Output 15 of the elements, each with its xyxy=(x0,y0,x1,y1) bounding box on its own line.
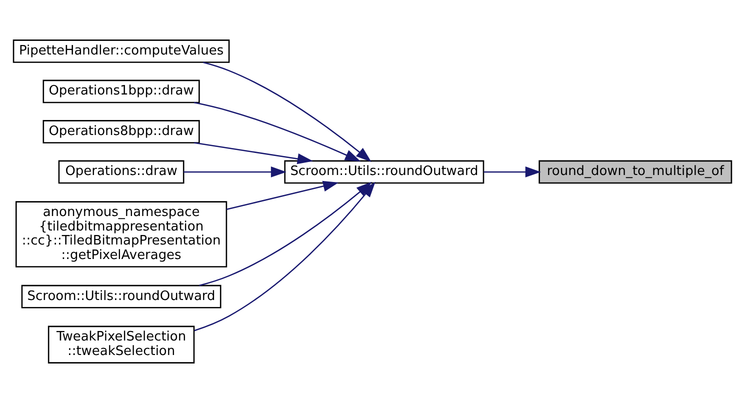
arrow xyxy=(203,61,372,162)
node-box: Operations::draw xyxy=(58,160,184,184)
node-box: round_down_to_multiple_of xyxy=(538,160,732,184)
node-box: Operations8bpp::draw xyxy=(42,120,200,143)
node-box: TweakPixelSelection ::tweakSelection xyxy=(48,325,195,363)
arrow xyxy=(184,166,287,177)
node-box: Scroom::Utils::roundOutward xyxy=(284,160,484,184)
arrow xyxy=(226,180,339,210)
node-box: Operations1bpp::draw xyxy=(42,79,200,103)
arrow xyxy=(194,142,314,164)
node-box: PipetteHandler::computeValues xyxy=(12,39,230,62)
node-box: anonymous_namespace {tiledbitmappresentation ::cc}::TiledBitmapPresentation ::getPixelAverages xyxy=(15,200,228,267)
arrow xyxy=(484,166,541,177)
arrow xyxy=(194,101,361,162)
node-box: Scroom::Utils::roundOutward xyxy=(21,284,222,308)
